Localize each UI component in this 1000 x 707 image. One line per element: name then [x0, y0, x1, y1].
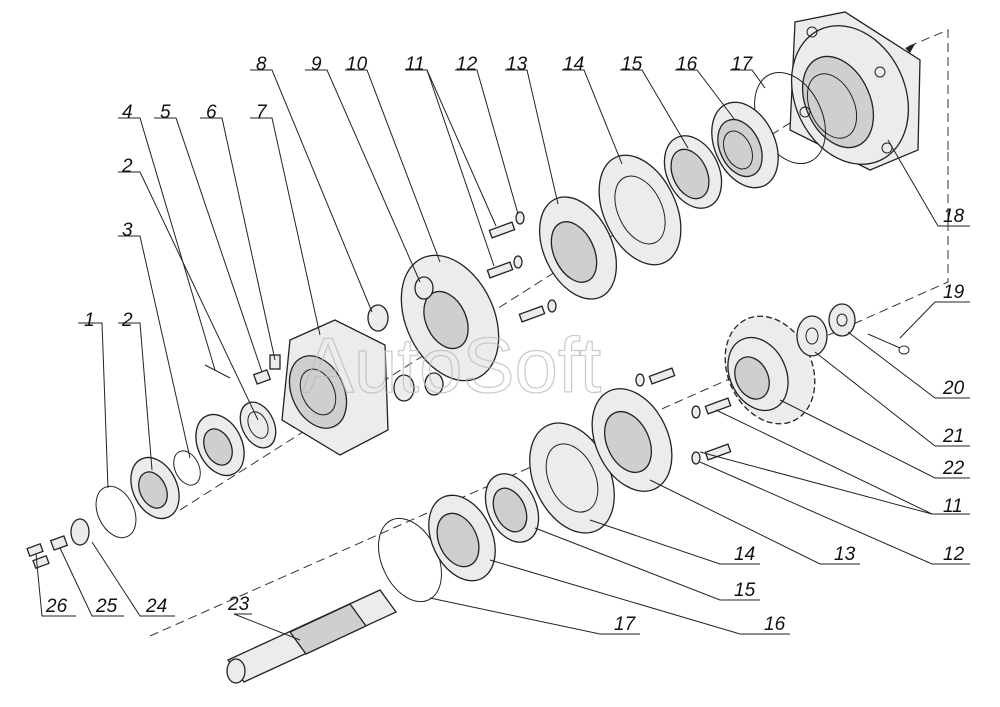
part-6-fitting	[269, 354, 281, 370]
callout-16-lower: 16	[764, 614, 786, 635]
part-20-castle-nut	[828, 303, 856, 337]
part-13-cover-lower	[591, 388, 673, 492]
callout-11-top: 11	[405, 54, 425, 75]
callout-3: 3	[122, 220, 133, 241]
watermark-text: AutoSoft	[302, 321, 602, 409]
callout-2-lower: 2	[121, 310, 133, 331]
part-15-seal-top	[663, 135, 723, 209]
callout-18: 18	[943, 206, 965, 227]
part-19-cotter-pin	[867, 333, 910, 355]
callout-17-top: 17	[731, 54, 754, 75]
part-23-shaft	[226, 589, 397, 684]
part-16-bearing-lower	[428, 494, 496, 582]
part-14-gasket-top	[598, 154, 682, 266]
part-3-ring	[173, 450, 201, 486]
callout-15-top: 15	[621, 54, 643, 75]
part-9-bushing	[414, 276, 444, 396]
part-3-bearing	[195, 413, 245, 477]
callout-labels: 1 2 2 3 4 5 6 7 8 9 10 11 12 13 14 15 16…	[45, 54, 965, 635]
callout-12-lower: 12	[943, 544, 965, 565]
callout-19: 19	[943, 282, 965, 303]
callout-2-upper: 2	[121, 156, 133, 177]
callout-24: 24	[145, 596, 167, 617]
part-21-washer	[796, 315, 828, 357]
callout-13-lower: 13	[834, 544, 856, 565]
callout-14-lower: 14	[734, 544, 755, 565]
callout-16-top: 16	[676, 54, 698, 75]
callout-4: 4	[122, 102, 133, 123]
part-22-sprocket	[724, 315, 816, 425]
callout-8: 8	[256, 54, 267, 75]
callout-22: 22	[942, 458, 965, 479]
part-5-plug	[252, 369, 272, 385]
part-16-bearing-top	[711, 101, 779, 189]
callout-15-lower: 15	[734, 580, 756, 601]
part-7-body	[281, 319, 389, 456]
callout-11-lower: 11	[943, 496, 963, 517]
callout-7: 7	[256, 102, 268, 123]
part-8-bushing	[367, 304, 415, 402]
part-2-bearing-upper	[239, 401, 277, 449]
part-2-bearing-lower	[130, 456, 180, 520]
callout-25: 25	[95, 596, 118, 617]
callout-23: 23	[227, 594, 250, 615]
leader-lines	[35, 69, 970, 641]
part-12-washers-lower	[635, 373, 701, 465]
assembly-axis-outline	[149, 29, 949, 637]
callout-9: 9	[311, 54, 322, 75]
callout-6: 6	[206, 102, 217, 123]
callout-21: 21	[942, 426, 964, 447]
callout-17-lower: 17	[614, 614, 637, 635]
part-13-cover-top	[539, 196, 617, 300]
callout-20: 20	[942, 378, 965, 399]
part-4-pin	[204, 364, 231, 379]
part-11-bolts-top	[486, 211, 557, 323]
part-18-housing	[789, 11, 921, 171]
callout-10: 10	[346, 54, 368, 75]
part-11-bolts-lower	[648, 367, 732, 461]
part-1-snap-ring	[95, 485, 137, 539]
part-26-bolts	[26, 543, 50, 569]
callout-13-top: 13	[506, 54, 528, 75]
callout-5: 5	[160, 102, 171, 123]
part-15-seal-lower	[484, 473, 540, 543]
callout-26: 26	[45, 596, 68, 617]
callout-1: 1	[84, 310, 95, 331]
part-24-washer	[70, 518, 90, 546]
callout-12-top: 12	[456, 54, 478, 75]
part-25-lock-plate	[49, 535, 69, 551]
callout-14-top: 14	[563, 54, 584, 75]
